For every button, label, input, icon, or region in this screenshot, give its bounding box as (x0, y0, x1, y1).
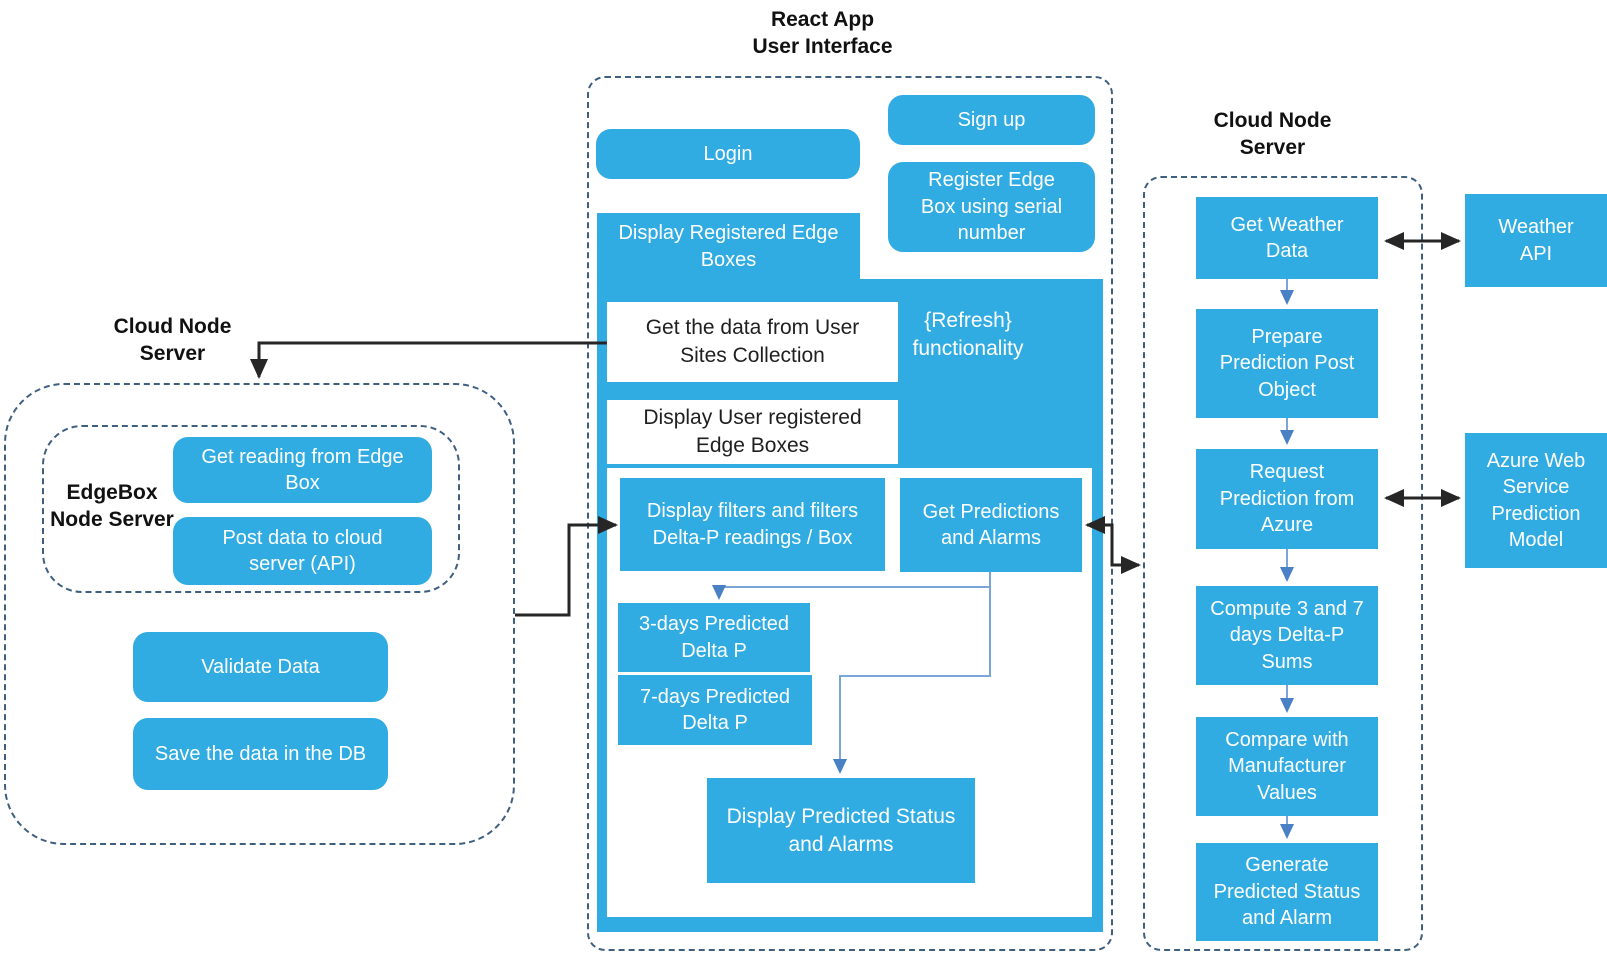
box-generate-predicted-status: Generate Predicted Status and Alarm (1196, 843, 1378, 941)
arrow-getdata-to-cloud-left (250, 341, 607, 379)
container-cloud-node-server-right (1143, 176, 1423, 951)
box-sign-up: Sign up (888, 95, 1095, 145)
box-display-user-registered: Display User registered Edge Boxes (607, 400, 898, 464)
box-validate-data: Validate Data (133, 632, 388, 702)
box-save-data-db: Save the data in the DB (133, 718, 388, 790)
box-compare-manufacturer-values: Compare with Manufacturer Values (1196, 717, 1378, 816)
box-post-data-cloud: Post data to cloud server (API) (173, 517, 432, 585)
container-edgebox-node-server (42, 425, 460, 593)
box-compute-delta-p-sums: Compute 3 and 7 days Delta-P Sums (1196, 586, 1378, 685)
box-weather-api: Weather API (1465, 194, 1607, 287)
box-get-reading-edge-box: Get reading from Edge Box (173, 437, 432, 503)
box-prepare-prediction-post: Prepare Prediction Post Object (1196, 309, 1378, 418)
title-edgebox-node-server: EdgeBox Node Server (50, 481, 174, 532)
box-request-prediction-azure: Request Prediction from Azure (1196, 449, 1378, 549)
box-display-filters: Display filters and filters Delta-P read… (620, 478, 885, 571)
title-cloud-node-server-right: Cloud Node Server (1213, 109, 1332, 160)
box-display-registered-edge-boxes: Display Registered Edge Boxes (597, 213, 860, 280)
box-get-weather-data: Get Weather Data (1196, 197, 1378, 279)
box-login: Login (596, 129, 860, 179)
box-7day-predicted-delta-p: 7-days Predicted Delta P (618, 675, 812, 745)
box-register-edge-box: Register Edge Box using serial number (888, 162, 1095, 252)
title-react-app: React App User Interface (752, 8, 893, 59)
container-react-app (587, 76, 1113, 951)
box-get-predictions-alarms: Get Predictions and Alarms (900, 478, 1082, 572)
box-3day-predicted-delta-p: 3-days Predicted Delta P (618, 603, 810, 672)
box-get-user-sites-data: Get the data from User Sites Collection (607, 302, 898, 382)
container-cloud-node-server-left (4, 383, 515, 845)
title-cloud-node-server-left: Cloud Node Server (113, 315, 232, 366)
label-refresh-functionality: {Refresh} functionality (912, 308, 1024, 360)
box-azure-prediction-model: Azure Web Service Prediction Model (1465, 433, 1607, 568)
box-display-predicted-status: Display Predicted Status and Alarms (707, 778, 975, 883)
